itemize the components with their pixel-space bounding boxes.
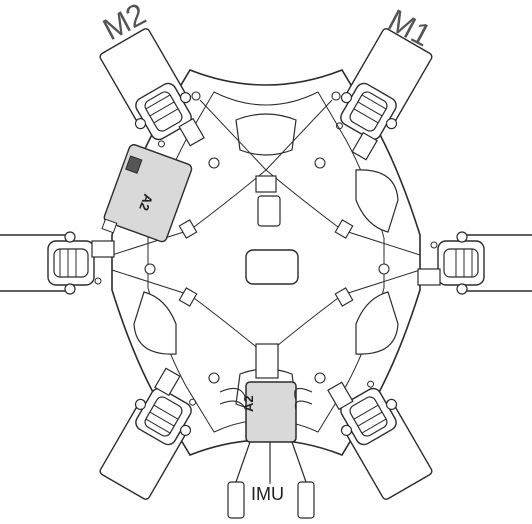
- controller-module-top: A2: [101, 144, 193, 243]
- top-controller-label: A2: [136, 192, 156, 213]
- arm-right: [417, 231, 532, 295]
- imu-label: IMU: [251, 484, 284, 504]
- imu-module-label: A2: [241, 395, 256, 412]
- imu-module: [245, 381, 297, 443]
- arm-left: [0, 231, 115, 295]
